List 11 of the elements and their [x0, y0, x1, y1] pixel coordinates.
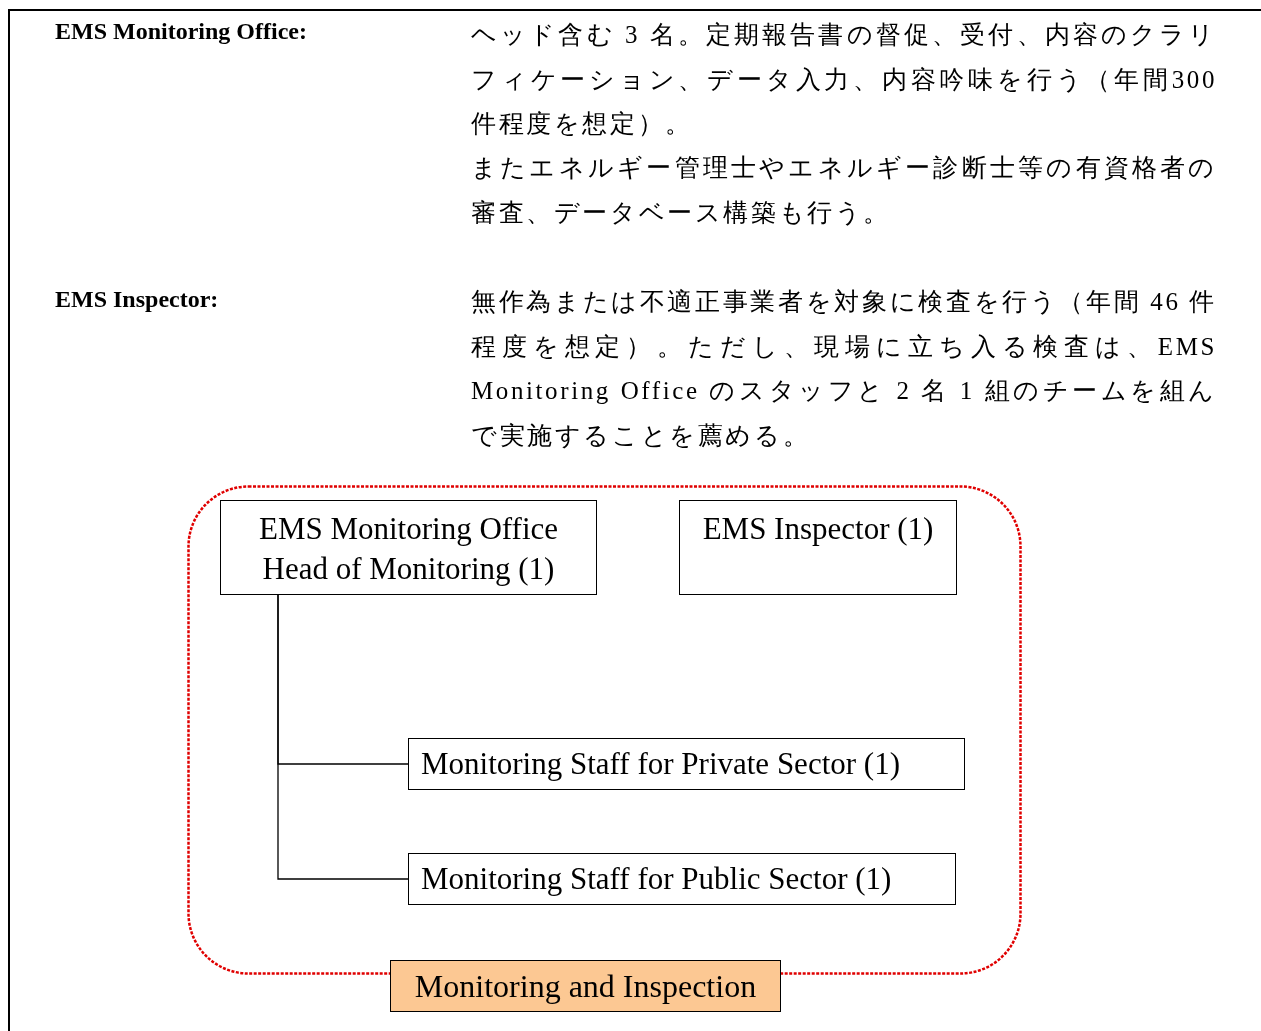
org-box: Monitoring Staff for Private Sector (1) [408, 738, 965, 790]
description-text: ヘッド含む 3 名。定期報告書の督促、受付、内容のクラリフィケーション、データ入力、内容吟味を行う（年間300 件程度を想定）。 [471, 20, 1217, 140]
org-box: Monitoring Staff for Public Sector (1) [408, 853, 956, 905]
description-text: またエネルギー管理士やエネルギー診断士等の有資格者の審査、データベース構築も行う。 [471, 153, 1217, 228]
section-heading: EMS Monitoring Office: [55, 18, 308, 45]
description-text: 無作為または不適正事業者を対象に検査を行う（年間 46 件程度を想定）。ただし、現場に立ち入る検査は、EMS Monitoring Office のスタッフと 2 名 1 組のチームを組んで実施することを薦める。 [471, 287, 1217, 451]
group-label: Monitoring and Inspection [390, 960, 781, 1012]
org-box: EMS Inspector (1) [679, 500, 957, 595]
connector-line [277, 594, 409, 880]
section-heading: EMS Inspector: [55, 286, 220, 313]
org-box: EMS Monitoring Office Head of Monitoring (1) [220, 500, 597, 595]
